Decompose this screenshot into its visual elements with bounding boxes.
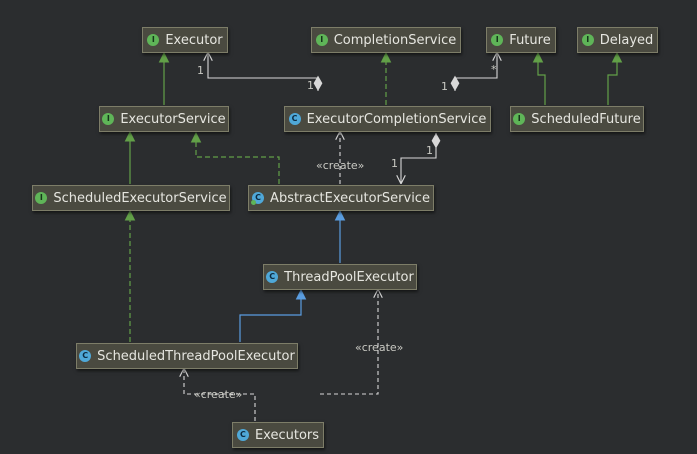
node-scheduled-future[interactable]: I ScheduledFuture (510, 106, 644, 132)
class-icon: C (266, 271, 279, 283)
edge-ecs-future (455, 53, 497, 91)
edge-scheduledfuture-delayed (607, 51, 623, 105)
edge-scheduledfuture-future (532, 51, 546, 105)
node-abstract-executor-service[interactable]: C AbstractExecutorService (248, 185, 434, 211)
label-create-thread-pool: «create» (355, 341, 404, 354)
edge-stpe-threadpoolexecutor (239, 288, 307, 342)
class-icon: C (288, 113, 301, 125)
node-future[interactable]: I Future (486, 27, 556, 53)
interface-icon: I (102, 113, 115, 125)
label-mult-executor-bottom: 1 (307, 79, 314, 92)
edge-abstractexecutorservice-executorservice (190, 131, 280, 184)
node-thread-pool-executor-label: ThreadPoolExecutor (284, 269, 414, 285)
interface-icon: I (147, 34, 160, 46)
node-delayed[interactable]: I Delayed (577, 27, 658, 53)
interface-icon: I (513, 113, 526, 125)
node-abstract-executor-service-label: AbstractExecutorService (270, 190, 430, 206)
label-create-scheduled: «create» (194, 388, 243, 401)
node-executor-label: Executor (165, 32, 223, 48)
node-executors-label: Executors (254, 427, 320, 443)
node-completion-service[interactable]: I CompletionService (311, 27, 461, 53)
node-delayed-label: Delayed (599, 32, 654, 48)
label-mult-ecs-one-lower: 1 (426, 144, 433, 157)
interface-icon: I (35, 192, 48, 204)
node-scheduled-thread-pool-executor[interactable]: C ScheduledThreadPoolExecutor (76, 343, 298, 369)
label-mult-ecs-one: 1 (441, 80, 448, 93)
node-executor[interactable]: I Executor (142, 27, 228, 53)
class-icon: C (236, 429, 249, 441)
label-mult-aes-one: 1 (391, 157, 398, 170)
node-executor-completion-service[interactable]: C ExecutorCompletionService (284, 106, 491, 132)
label-create-abstract: «create» (316, 159, 365, 172)
label-mult-executor-top: 1 (197, 64, 204, 77)
node-executor-service-label: ExecutorService (120, 111, 226, 127)
interface-icon: I (491, 34, 504, 46)
node-completion-service-label: CompletionService (333, 32, 457, 48)
node-thread-pool-executor[interactable]: C ThreadPoolExecutor (263, 264, 417, 290)
edge-ecs-abstractexecutorservice (401, 133, 436, 183)
edge-ecs-executor (208, 53, 318, 91)
node-executor-completion-service-label: ExecutorCompletionService (306, 111, 487, 127)
node-scheduled-executor-service-label: ScheduledExecutorService (53, 190, 227, 206)
interface-icon: I (581, 34, 594, 46)
class-icon: C (79, 350, 92, 362)
node-future-label: Future (509, 32, 551, 48)
edge-create-threadpoolexecutor (320, 290, 378, 395)
node-scheduled-thread-pool-executor-label: ScheduledThreadPoolExecutor (97, 348, 295, 364)
node-executor-service[interactable]: I ExecutorService (99, 106, 229, 132)
label-mult-future-star: * (491, 63, 497, 76)
interface-icon: I (315, 34, 328, 46)
node-executors[interactable]: C Executors (232, 422, 324, 448)
abstract-class-icon: C (251, 192, 265, 205)
node-scheduled-future-label: ScheduledFuture (531, 111, 641, 127)
node-scheduled-executor-service[interactable]: I ScheduledExecutorService (32, 185, 230, 211)
